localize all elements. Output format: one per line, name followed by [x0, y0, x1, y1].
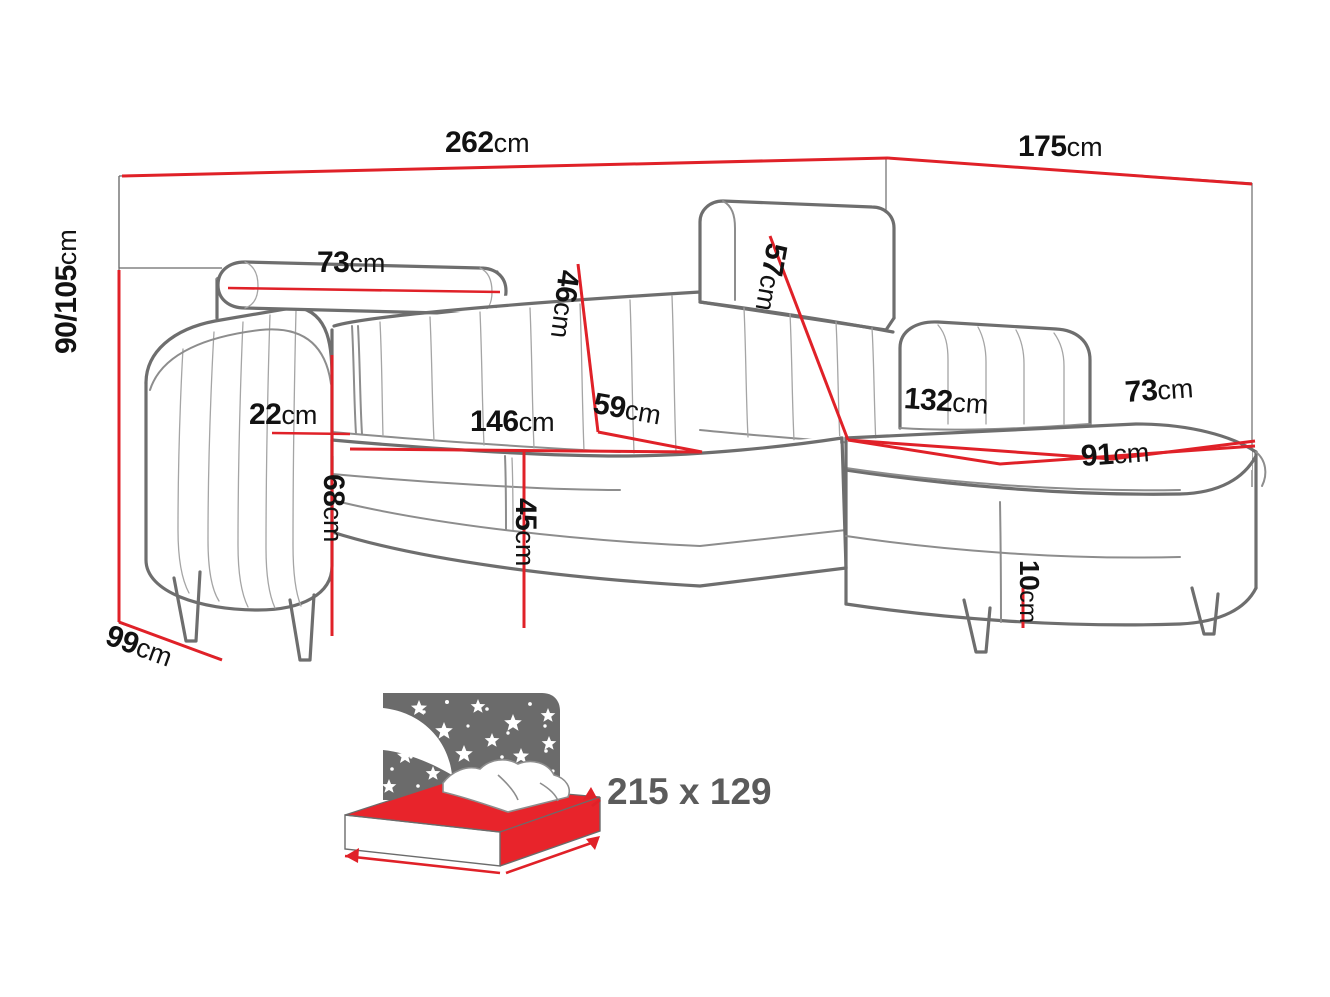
label-chaise-length: 132cm: [902, 382, 990, 420]
bed-dimline-up: [591, 798, 601, 808]
dimline-57: [768, 235, 850, 441]
bed-arrow-right: [586, 836, 600, 850]
bed-dimline-front: [344, 854, 501, 875]
label-armrest-height: 68cm: [317, 474, 350, 543]
bed-arrow-left: [345, 848, 359, 863]
label-armrest-width: 22cm: [249, 398, 318, 431]
duvet: [442, 759, 570, 813]
dimline-59: [597, 430, 703, 454]
dimline-132: [847, 438, 1113, 461]
dimline-22: [271, 431, 351, 436]
label-sleeping-area: 215 x 129: [607, 771, 772, 812]
label-chaise-seat-width: 91cm: [1079, 437, 1151, 473]
label-chaise-depth: 175cm: [1018, 130, 1103, 163]
bed-arrow-up: [583, 787, 597, 800]
bed-dimline-side: [505, 839, 598, 875]
dimline-262: [121, 156, 889, 178]
label-seat-width: 146cm: [470, 405, 555, 438]
dimline-46: [576, 263, 600, 433]
label-seat-height: 45cm: [509, 498, 542, 567]
label-bolster-width: 73cm: [317, 246, 386, 279]
dimension-lines: [117, 156, 1256, 662]
label-overall-width: 262cm: [445, 126, 530, 159]
label-leg-height: 10cm: [1014, 560, 1045, 624]
dimline-99: [118, 620, 223, 662]
sofa-illustration: [144, 199, 1267, 662]
dimline-91: [847, 438, 1256, 466]
moon-icon: [383, 708, 452, 775]
dimline-175: [887, 156, 1253, 186]
label-chaise-seat-depth: 73cm: [1123, 373, 1195, 409]
bed-night-icon: [344, 693, 601, 875]
mattress-side-right: [500, 797, 600, 866]
dimline-73-bolster: [227, 286, 501, 294]
label-overall-height: 90/105cm: [50, 229, 83, 354]
